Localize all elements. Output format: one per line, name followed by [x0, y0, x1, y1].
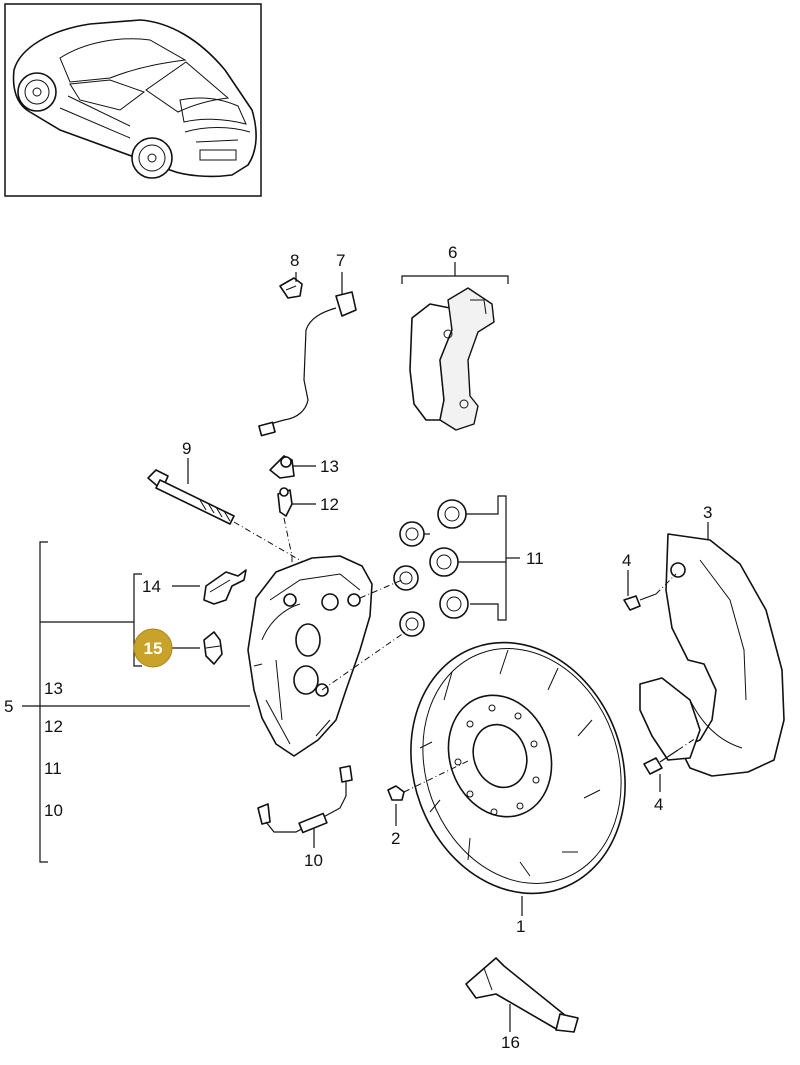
group-item-11[interactable]: 11: [44, 759, 62, 778]
callout-5[interactable]: 5: [4, 697, 13, 716]
callout-15-highlighted[interactable]: 15: [133, 628, 173, 668]
caliper-bolt: [147, 469, 235, 525]
callout-6[interactable]: 6: [448, 243, 457, 262]
callouts: 1 2 3 4 4 5 6 7 8 9 10 11 12 13 14 15 16…: [4, 243, 712, 1052]
sensor-clip: [279, 277, 303, 299]
callout-10[interactable]: 10: [304, 851, 323, 870]
callout-15-badge: [133, 628, 173, 668]
caliper: [247, 555, 373, 757]
callout-12[interactable]: 12: [320, 495, 339, 514]
callout-1[interactable]: 1: [516, 917, 525, 936]
wear-sensor: [258, 291, 357, 437]
callout-2[interactable]: 2: [391, 829, 400, 848]
paste-tube: [465, 957, 579, 1033]
bleed-valve: [277, 487, 293, 517]
callout-16[interactable]: 16: [501, 1033, 520, 1052]
disc-screw: [387, 759, 471, 801]
leader-lines: [22, 262, 709, 1032]
dust-shield: [639, 533, 785, 777]
pad-retaining-spring: [203, 569, 247, 605]
group-item-12[interactable]: 12: [44, 717, 63, 736]
brake-pads: [409, 287, 495, 431]
callout-9[interactable]: 9: [182, 439, 191, 458]
shield-screw-lower: [643, 737, 697, 775]
callout-11[interactable]: 11: [526, 549, 544, 568]
brake-disc: [410, 641, 626, 895]
vehicle-overview-inset: [4, 3, 262, 197]
piston-seals: [393, 499, 469, 637]
callout-13[interactable]: 13: [320, 457, 339, 476]
brake-hose: [257, 765, 353, 834]
callout-15: 15: [144, 639, 163, 658]
callout-4-upper[interactable]: 4: [622, 551, 631, 570]
car-illustration: [12, 19, 257, 179]
group-item-13[interactable]: 13: [44, 679, 63, 698]
bleeder-cap: [269, 455, 295, 479]
callout-14[interactable]: 14: [142, 577, 161, 596]
callout-4-lower[interactable]: 4: [654, 795, 663, 814]
anti-rattle-clip: [203, 631, 223, 665]
callout-8[interactable]: 8: [290, 251, 299, 270]
shield-screw-upper: [623, 573, 677, 611]
callout-3[interactable]: 3: [703, 503, 712, 522]
callout-7[interactable]: 7: [336, 251, 345, 270]
group-item-10[interactable]: 10: [44, 801, 63, 820]
